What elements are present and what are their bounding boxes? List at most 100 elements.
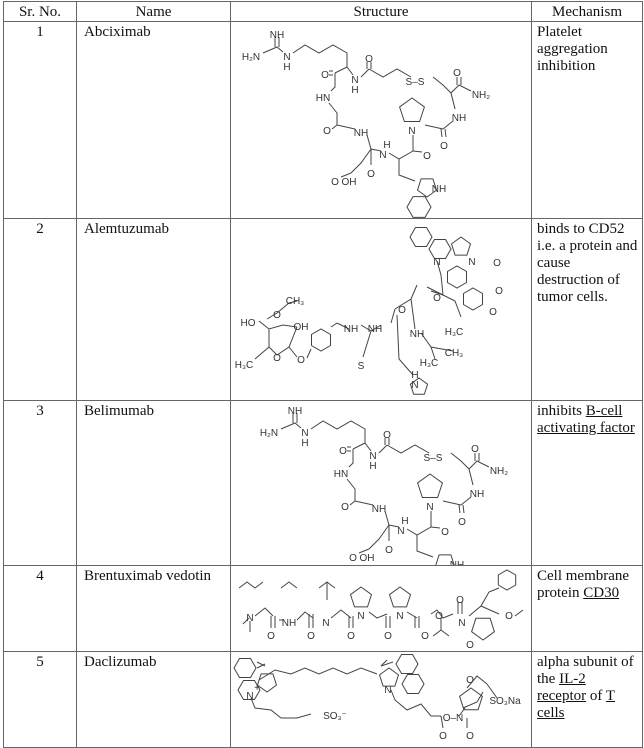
- atom-label: NH: [368, 324, 382, 335]
- atom-label: HN: [316, 93, 330, 104]
- atom-label: O: [347, 631, 355, 642]
- atom-label: NH₂: [472, 90, 490, 101]
- atom-label: O: [365, 54, 373, 65]
- mechanism-link[interactable]: receptor: [537, 688, 587, 704]
- atom-label: CH₃: [286, 296, 305, 307]
- ring: [311, 328, 331, 352]
- atom-label: O: [323, 126, 331, 137]
- bond-line: [380, 659, 388, 667]
- bond-line: [288, 346, 298, 358]
- atom-label: NH: [372, 504, 386, 515]
- bond-line: [336, 322, 350, 330]
- atom-label: N: [351, 75, 358, 86]
- header-name: Name: [76, 1, 231, 22]
- atom-label: H: [301, 438, 308, 449]
- mechanism-cell: binds to CD52 i.e. a protein and cause d…: [531, 218, 643, 401]
- bond-line: [406, 511, 432, 536]
- sr-no-cell: 4: [3, 565, 77, 652]
- mechanism-link[interactable]: CD30: [583, 585, 620, 601]
- bond-line: [268, 326, 298, 356]
- atom-label: NH: [432, 184, 446, 195]
- atom-label: O: [495, 286, 503, 297]
- ring: [388, 586, 412, 608]
- atom-label: S: [358, 361, 365, 372]
- bond-line: [442, 500, 462, 506]
- bond-line: [364, 442, 372, 452]
- bond-line: [442, 120, 454, 130]
- atom-label: N: [246, 691, 253, 702]
- mechanism-text: inhibits: [537, 403, 586, 419]
- drug-name-cell: Abciximab: [76, 21, 231, 219]
- atom-label: N: [369, 451, 376, 462]
- header-structure: Structure: [230, 1, 532, 22]
- bond-line: [366, 134, 372, 150]
- atom-label: N: [468, 257, 475, 268]
- bond-line: [334, 66, 348, 74]
- bond-line: [368, 611, 388, 619]
- atom-label: O: [439, 731, 447, 742]
- bond-line: [440, 629, 450, 637]
- bond-line: [486, 683, 498, 699]
- bond-line: [468, 468, 474, 486]
- atom-label: O: [384, 631, 392, 642]
- atom-label: N: [384, 685, 391, 696]
- bond-line: [432, 76, 452, 94]
- bond-line: [380, 661, 394, 667]
- atom-label: O: [398, 305, 406, 316]
- bond-line: [256, 661, 266, 667]
- atom-label: N: [433, 257, 440, 268]
- bond-line: [388, 524, 400, 528]
- bond-line: [346, 66, 354, 76]
- bond-line: [430, 290, 462, 318]
- mechanism-link[interactable]: B-cell: [585, 403, 623, 419]
- drug-name-cell: Belimumab: [76, 400, 231, 566]
- atom-label: O: [297, 355, 305, 366]
- mechanism-text: alpha subunit of the: [537, 654, 634, 687]
- bond-line: [296, 611, 314, 621]
- ring: [233, 658, 257, 678]
- bond-line: [306, 348, 312, 359]
- atom-label: OH: [342, 177, 357, 188]
- bond-line: [458, 504, 461, 514]
- header-sr-no: Sr. No.: [3, 1, 77, 22]
- mechanism-link[interactable]: IL-2: [559, 671, 586, 687]
- bond-line: [330, 609, 352, 619]
- mechanism-link[interactable]: T cells: [537, 688, 616, 721]
- atom-label: H: [401, 516, 408, 527]
- atom-label: NH: [354, 128, 368, 139]
- ring: [406, 196, 432, 218]
- bond-line: [328, 102, 338, 125]
- atom-label: SO₃⁻: [323, 711, 347, 722]
- atom-label: O: [423, 151, 431, 162]
- bond-line: [330, 322, 338, 328]
- mechanism-link[interactable]: activating factor: [537, 420, 635, 436]
- bond-line: [349, 500, 356, 506]
- atom-label: N: [379, 150, 386, 161]
- atom-label: O: [456, 595, 464, 606]
- atom-label: NH: [410, 329, 424, 340]
- atom-label: O: [367, 169, 375, 180]
- bond-line: [266, 300, 298, 320]
- bond-line: [396, 314, 414, 376]
- mechanism-cell: Platelet aggregation inhibition: [531, 21, 643, 219]
- bond-line: [450, 452, 470, 470]
- bond-line: [354, 500, 374, 506]
- mechanism-text: of: [586, 688, 606, 704]
- atom-label: O–N: [443, 713, 464, 724]
- ring: [399, 97, 425, 122]
- bond-line: [430, 609, 454, 619]
- bond-line: [430, 526, 441, 529]
- atom-label: N: [396, 611, 403, 622]
- atom-label: O: [471, 444, 479, 455]
- atom-label: O: [341, 502, 349, 513]
- bond-line: [262, 46, 284, 54]
- bond-line: [360, 68, 370, 78]
- bond-line: [348, 449, 354, 468]
- mechanism-cell: alpha subunit of the IL-2 receptor of T …: [531, 651, 643, 748]
